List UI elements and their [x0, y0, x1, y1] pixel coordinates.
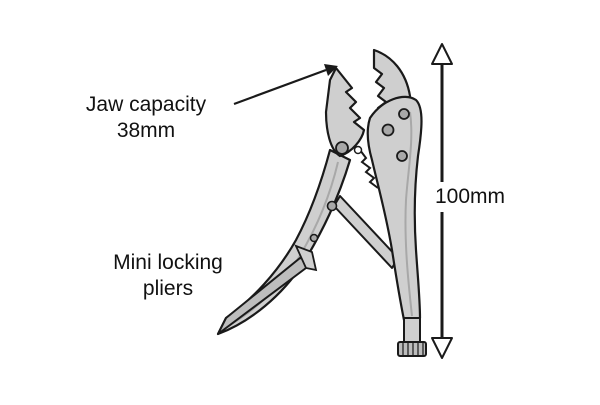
spring — [359, 149, 379, 189]
rivet — [335, 141, 349, 155]
adjusting-screw-knurl — [402, 343, 424, 355]
rivet — [381, 123, 395, 137]
height-label: 100mm — [425, 182, 515, 212]
rivet — [326, 200, 338, 212]
jaw-pointer-arrowhead — [324, 64, 338, 76]
tool-name-label-line1: Mini locking — [113, 251, 223, 274]
adjusting-screw-knob — [397, 341, 427, 357]
rivet — [398, 108, 410, 120]
tool-name-label: Mini locking pliers — [88, 250, 248, 302]
tool-name-label-line2: pliers — [142, 277, 194, 300]
lower-jaw — [324, 66, 366, 158]
jaw-capacity-label: Jaw capacity 38mm — [56, 92, 236, 144]
height-arrow-head-top — [431, 43, 453, 65]
upper-handle — [366, 95, 423, 322]
adjusting-screw-shaft — [403, 317, 421, 345]
jaw-capacity-label-line2: 38mm — [116, 119, 176, 142]
upper-handle-edge — [404, 111, 413, 317]
rivet — [396, 150, 408, 162]
rivet — [309, 233, 319, 243]
rivet — [353, 145, 363, 155]
height-arrow-head-bottom — [431, 337, 453, 359]
release-lever — [294, 244, 318, 272]
lower-handle — [216, 148, 352, 336]
jaw-capacity-label-line1: Jaw capacity — [85, 93, 207, 116]
jaw-pointer-line — [233, 68, 327, 106]
